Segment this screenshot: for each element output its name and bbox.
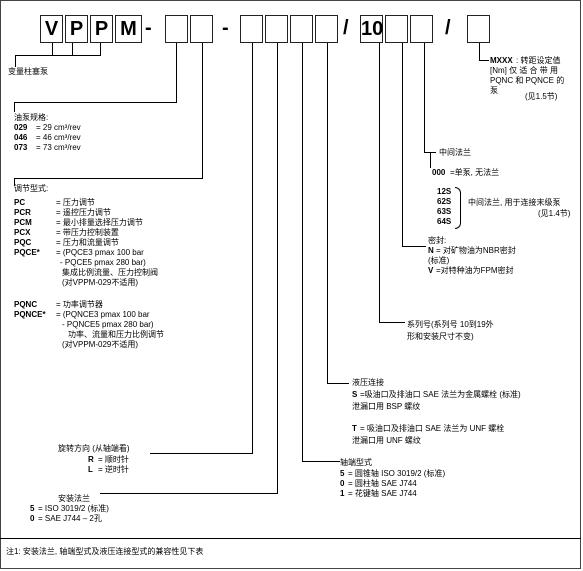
connector-line bbox=[277, 43, 278, 493]
connector-line bbox=[402, 246, 426, 247]
code-box-2: P bbox=[65, 15, 88, 43]
code-separator-3: / bbox=[343, 17, 349, 39]
connector-line bbox=[327, 43, 328, 383]
code-box-8 bbox=[265, 15, 288, 43]
connector-line bbox=[379, 43, 380, 322]
footnote: 注1: 安装法兰, 轴端型式及液压连接型式的兼容性见下表 bbox=[6, 547, 204, 556]
connector-line bbox=[150, 453, 253, 454]
intermediate-63s: 63S bbox=[437, 207, 452, 216]
intermediate-brace bbox=[455, 187, 461, 229]
code-box-6 bbox=[190, 15, 213, 43]
code-box-7 bbox=[240, 15, 263, 43]
series-box: 10 bbox=[360, 15, 383, 43]
seals-n-note: (标准) bbox=[428, 256, 450, 265]
code-separator-1: - bbox=[145, 17, 152, 39]
connector-line bbox=[52, 43, 53, 55]
connector-line bbox=[302, 461, 340, 462]
intermediate-62s: 62S bbox=[437, 197, 452, 206]
mxxx-note: (见1.5节) bbox=[525, 92, 558, 101]
pqce-note-1: - PQCE5 pmax 280 bar) bbox=[60, 258, 146, 267]
code-box-1: V bbox=[40, 15, 63, 43]
connector-line bbox=[72, 43, 73, 55]
connector-line bbox=[14, 178, 15, 186]
connector-line bbox=[14, 102, 177, 103]
connector-line bbox=[100, 43, 101, 55]
pqnce-note-1: - PQNCE5 pmax 280 bar) bbox=[62, 320, 154, 329]
connector-line bbox=[15, 55, 52, 56]
ports-s-note: 泄漏口用 BSP 螺纹 bbox=[352, 402, 421, 411]
connector-line bbox=[402, 43, 403, 246]
connector-line bbox=[379, 322, 405, 323]
mounting-title: 安装法兰 bbox=[58, 494, 90, 503]
code-box-3: P bbox=[90, 15, 113, 43]
connector-line bbox=[14, 102, 15, 112]
connector-line bbox=[15, 55, 16, 67]
intermediate-12s: 12S bbox=[437, 187, 452, 196]
ports-title: 液压连接 bbox=[352, 378, 384, 387]
code-box-9 bbox=[290, 15, 313, 43]
seals-title: 密封: bbox=[428, 236, 447, 245]
connector-line bbox=[430, 152, 431, 168]
ports-t-note: 泄漏口用 UNF 螺纹 bbox=[352, 436, 421, 445]
footnote-divider bbox=[0, 538, 581, 539]
connector-line bbox=[252, 43, 253, 453]
displacement-title: 油泵规格: bbox=[14, 113, 49, 122]
code-separator-2: - bbox=[222, 17, 229, 39]
intermediate-codes-text: 中间法兰, 用于连接末级泵 bbox=[468, 198, 561, 207]
connector-line bbox=[479, 43, 480, 61]
intermediate-flange-title: 中间法兰 bbox=[439, 148, 471, 157]
shaft-title: 轴端型式 bbox=[340, 458, 372, 467]
code-box-12 bbox=[385, 15, 408, 43]
variable-pump-label: 变量柱塞泵 bbox=[8, 67, 48, 76]
connector-line bbox=[327, 383, 349, 384]
pqce-note-2: 集成比例流量、压力控制阀 bbox=[62, 268, 158, 277]
connector-line bbox=[202, 43, 203, 179]
control-title: 调节型式: bbox=[14, 184, 49, 193]
intermediate-64s: 64S bbox=[437, 217, 452, 226]
connector-line bbox=[14, 178, 203, 179]
code-box-4: M bbox=[115, 15, 142, 43]
pqce-note-3: (对VPPM-029不适用) bbox=[62, 278, 139, 287]
series-line-2: 形和安装尺寸不变) bbox=[407, 332, 474, 341]
mxxx-line-3: PQNC 和 PQNCE 的 bbox=[490, 76, 565, 85]
mxxx-line-4: 泵 bbox=[490, 86, 498, 95]
code-box-10 bbox=[315, 15, 338, 43]
mxxx-line-2: [Nm] 仅 适 合 带 用 bbox=[490, 66, 558, 75]
pqnce-note-2: 功率、流量和压力比例调节 bbox=[68, 330, 164, 339]
code-box-14 bbox=[467, 15, 490, 43]
intermediate-codes-note: (见1.4节) bbox=[538, 209, 571, 218]
code-separator-4: / bbox=[445, 17, 451, 39]
connector-line bbox=[302, 43, 303, 461]
connector-line bbox=[52, 55, 101, 56]
series-line-1: 系列号(系列号 10到19外 bbox=[407, 320, 494, 329]
connector-line bbox=[479, 60, 489, 61]
code-box-5 bbox=[165, 15, 188, 43]
rotation-title: 旋转方向 (从轴端看) bbox=[58, 444, 130, 453]
code-box-13 bbox=[410, 15, 433, 43]
connector-line bbox=[424, 43, 425, 153]
pqnce-note-3: (对VPPM-029不适用) bbox=[62, 340, 139, 349]
connector-line bbox=[100, 493, 278, 494]
connector-line bbox=[176, 43, 177, 102]
